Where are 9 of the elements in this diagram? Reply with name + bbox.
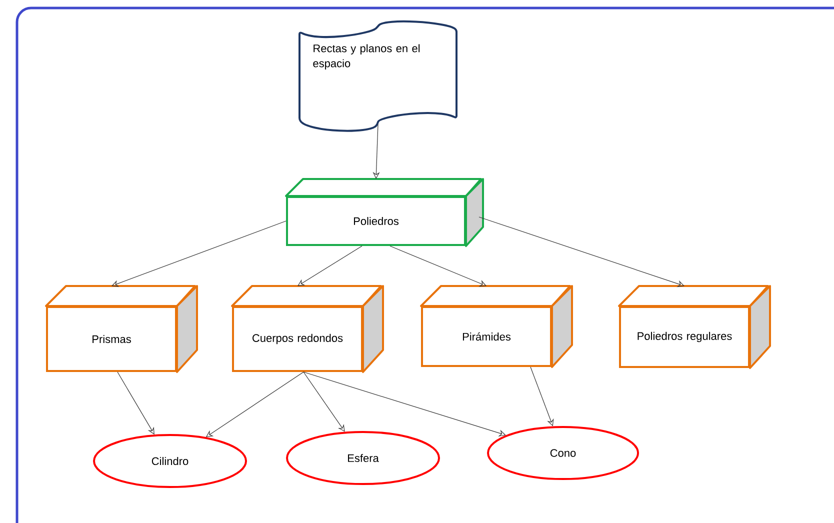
arrow xyxy=(298,246,362,286)
arrow xyxy=(303,372,345,432)
arrow xyxy=(112,220,286,287)
box-3d: Pirámides xyxy=(420,285,573,368)
box-3d: Cuerpos redondos xyxy=(231,285,384,373)
box-3d: Poliedros regulares xyxy=(618,285,771,369)
arrow xyxy=(303,372,506,436)
box-3d: Prismas xyxy=(45,285,198,373)
box-3d: Poliedros xyxy=(285,178,484,247)
